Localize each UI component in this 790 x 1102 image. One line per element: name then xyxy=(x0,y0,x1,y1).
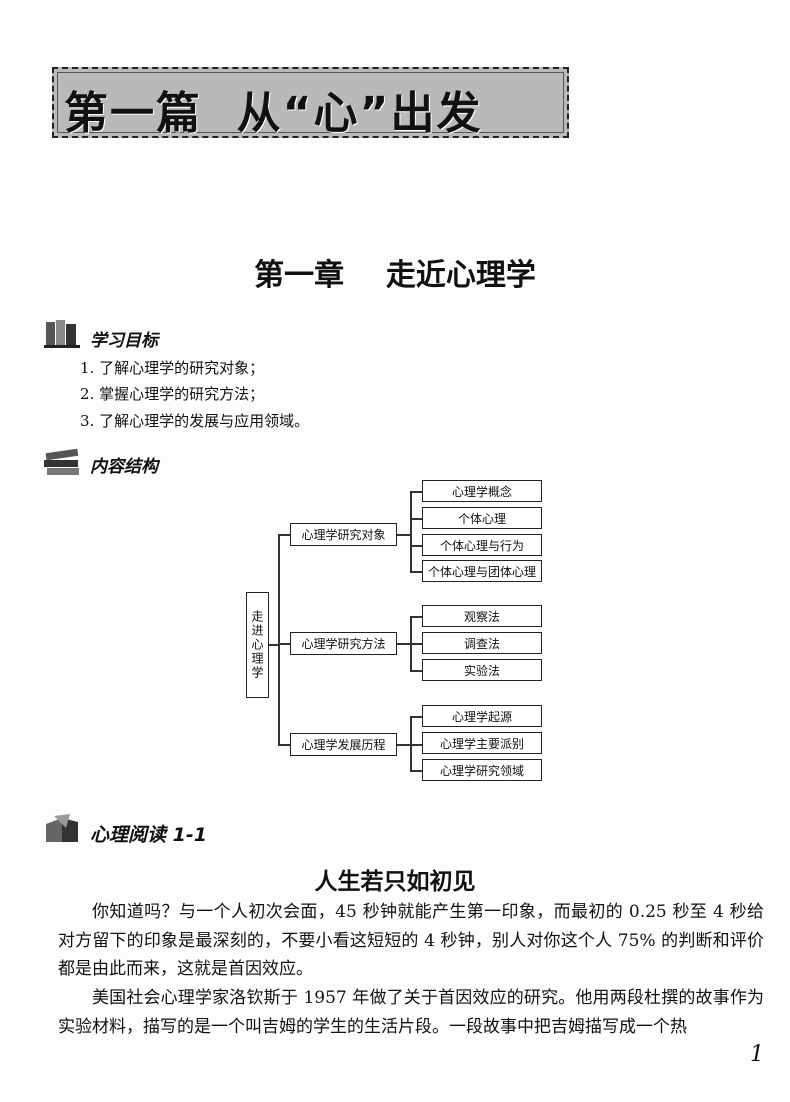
diagram-leaf: 心理学起源 xyxy=(422,705,542,727)
diagram-branch: 心理学发展历程 xyxy=(290,733,397,756)
diagram-leaf: 调查法 xyxy=(422,632,542,654)
objective-item: 2. 掌握心理学的研究方法； xyxy=(80,385,265,403)
page-number: 1 xyxy=(750,1042,764,1067)
article-title: 人生若只如初见 xyxy=(314,868,476,895)
diagram-leaf: 个体心理 xyxy=(422,507,542,529)
objective-item: 1. 了解心理学的研究对象； xyxy=(80,359,265,377)
diagram-leaf: 个体心理与团体心理 xyxy=(422,560,542,582)
books-icon xyxy=(44,320,80,348)
paragraph: 美国社会心理学家洛钦斯于 1957 年做了关于首因效应的研究。他用两段杜撰的故事… xyxy=(58,988,764,1037)
diagram-leaf: 个体心理与行为 xyxy=(422,534,542,556)
part-banner: 第一篇 从“心”出发 xyxy=(52,67,569,139)
part-title: 第一篇 从“心”出发 xyxy=(64,88,483,139)
open-book-icon xyxy=(46,814,78,842)
objective-item: 3. 了解心理学的发展与应用领域。 xyxy=(80,412,310,430)
diagram-leaf: 实验法 xyxy=(422,659,542,681)
chapter-title: 第一章 走近心理学 xyxy=(254,258,536,293)
objectives-heading: 学习目标 xyxy=(90,331,158,351)
diagram-leaf: 心理学概念 xyxy=(422,480,542,502)
reading-heading: 心理阅读 1-1 xyxy=(90,824,207,846)
diagram-leaf: 观察法 xyxy=(422,605,542,627)
book-stack-icon xyxy=(44,448,79,475)
diagram-branch: 心理学研究方法 xyxy=(290,632,397,655)
structure-heading: 内容结构 xyxy=(90,457,158,477)
diagram-leaf: 心理学主要派别 xyxy=(422,732,542,754)
diagram-branch: 心理学研究对象 xyxy=(290,523,397,546)
paragraph: 你知道吗？与一个人初次会面，45 秒钟就能产生第一印象，而最初的 0.25 秒至… xyxy=(58,902,764,979)
diagram-leaf: 心理学研究领域 xyxy=(422,759,542,781)
diagram-root: 走进心理学 xyxy=(246,592,269,698)
